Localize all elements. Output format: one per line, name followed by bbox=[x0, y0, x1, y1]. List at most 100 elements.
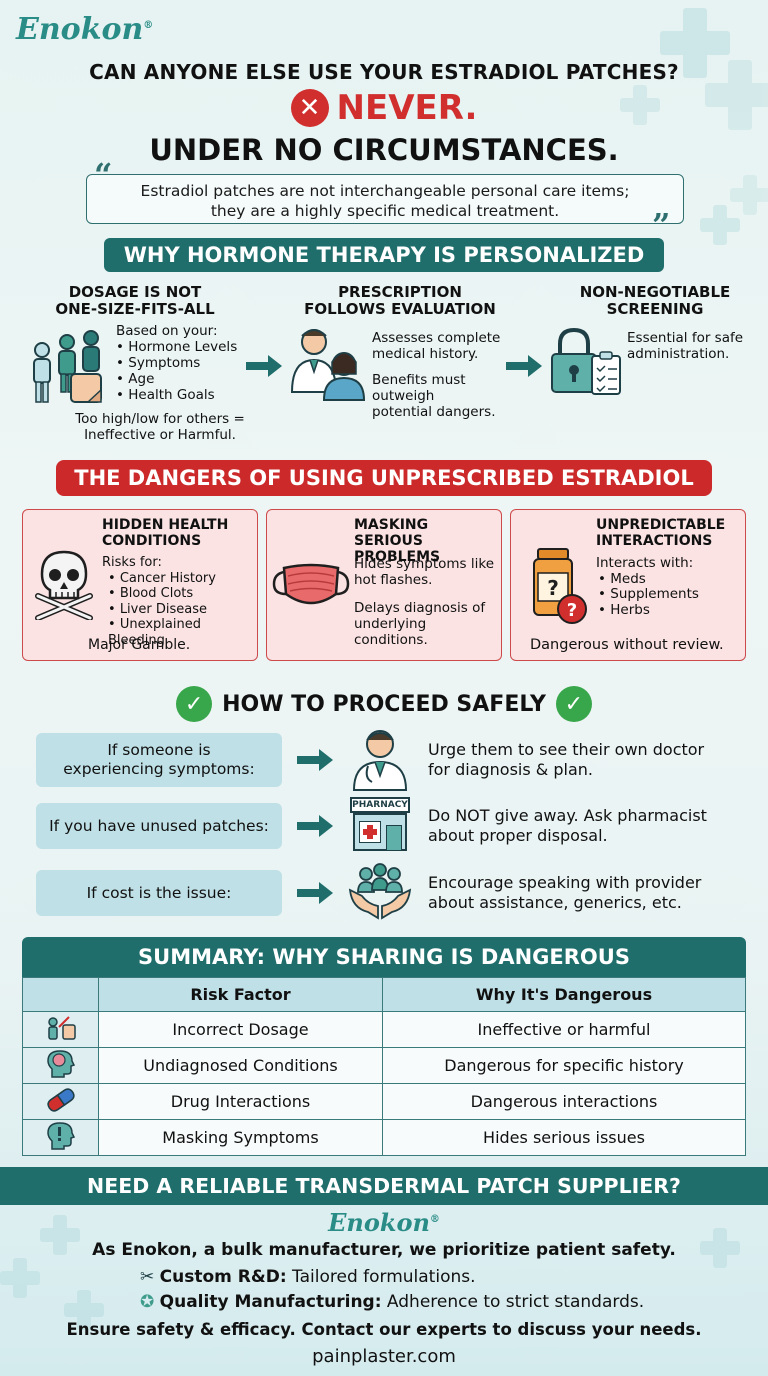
list-item: Meds bbox=[598, 571, 742, 588]
summary-banner: SUMMARY: WHY SHARING IS DANGEROUS bbox=[22, 937, 746, 977]
list-item: Hormone Levels bbox=[116, 339, 266, 355]
arrow-right-icon bbox=[297, 815, 333, 837]
list-item: Supplements bbox=[598, 586, 742, 603]
action-symptoms: Urge them to see their own doctor for di… bbox=[428, 740, 758, 780]
skull-crossbones-icon bbox=[35, 550, 93, 620]
people-icon bbox=[33, 330, 102, 403]
pharmacy-sign: PHARNACY bbox=[350, 797, 410, 813]
brand-name: Enokon bbox=[328, 1208, 430, 1237]
proceed-banner: HOW TO PROCEED SAFELY bbox=[222, 691, 546, 717]
prescription-title-line-1: PRESCRIPTION bbox=[338, 283, 462, 301]
feature-text: Tailored formulations. bbox=[286, 1267, 476, 1287]
page-subtitle: UNDER NO CIRCUMSTANCES. bbox=[149, 133, 619, 167]
card-title-line-1: HIDDEN HEALTH bbox=[102, 517, 229, 533]
condition-unused-patches: If you have unused patches: bbox=[36, 803, 282, 849]
dosage-icon bbox=[22, 1011, 99, 1048]
screening-title: NON-NEGOTIABLE SCREENING bbox=[560, 284, 750, 318]
card-intro: Interacts with: bbox=[596, 555, 694, 571]
condition-text: If someone is bbox=[107, 741, 211, 759]
list-item: Cancer History bbox=[108, 571, 258, 587]
dosage-note-line-2: Ineffective or Harmful. bbox=[84, 427, 236, 443]
card-title-line-1: MASKING SERIOUS bbox=[354, 517, 429, 549]
svg-text:?: ? bbox=[567, 600, 577, 621]
prescription-details: Assesses complete medical history. Benef… bbox=[372, 330, 522, 420]
interactions-footer: Dangerous without review. bbox=[530, 637, 724, 653]
screening-title-line-2: SCREENING bbox=[606, 300, 704, 318]
arrow-right-icon bbox=[297, 882, 333, 904]
decorative-cross bbox=[40, 1215, 80, 1255]
table-row: Incorrect Dosage Ineffective or harmful bbox=[22, 1011, 746, 1048]
feature-rd: ✂ Custom R&D: Tailored formulations. bbox=[140, 1267, 700, 1287]
arrow-right-icon bbox=[246, 355, 282, 377]
svg-text:?: ? bbox=[547, 576, 559, 600]
close-icon: ✕ bbox=[290, 89, 329, 127]
pharmacy-icon: PHARNACY bbox=[350, 797, 410, 853]
list-item: Herbs bbox=[598, 602, 742, 619]
summary-table: Risk Factor Why It's Dangerous Incorrect… bbox=[22, 977, 746, 1156]
card-text: hot flashes. bbox=[354, 572, 433, 588]
dosage-details: Based on your: Hormone Levels Symptoms A… bbox=[116, 323, 266, 403]
table-row: Drug Interactions Dangerous interactions bbox=[22, 1083, 746, 1120]
table-cell: Dangerous interactions bbox=[382, 1083, 746, 1120]
table-row: Masking Symptoms Hides serious issues bbox=[22, 1119, 746, 1156]
decorative-cross bbox=[700, 1228, 740, 1268]
dosage-note-line-1: Too high/low for others = bbox=[75, 411, 245, 427]
decorative-cross bbox=[705, 60, 768, 130]
trademark: ® bbox=[429, 1214, 440, 1225]
decorative-cross bbox=[700, 205, 740, 245]
masking-details: Hides symptoms like hot flashes. Delays … bbox=[354, 556, 500, 648]
dangers-banner: THE DANGERS OF USING UNPRESCRIBED ESTRAD… bbox=[56, 460, 712, 496]
condition-cost: If cost is the issue: bbox=[36, 870, 282, 916]
decorative-cross bbox=[620, 85, 660, 125]
table-cell: Ineffective or harmful bbox=[382, 1011, 746, 1048]
prescription-text: potential dangers. bbox=[372, 404, 496, 420]
table-row: Undiagnosed Conditions Dangerous for spe… bbox=[22, 1047, 746, 1084]
feature-quality: ✪ Quality Manufacturing: Adherence to st… bbox=[140, 1292, 700, 1312]
hidden-conditions-title: HIDDEN HEALTH CONDITIONS bbox=[102, 517, 252, 549]
check-icon: ✓ bbox=[176, 686, 213, 722]
card-text: Hides symptoms like bbox=[354, 556, 495, 572]
card-title-line-2: INTERACTIONS bbox=[596, 533, 713, 549]
screening-text: administration. bbox=[627, 346, 730, 362]
column-header-risk: Risk Factor bbox=[98, 977, 383, 1012]
website-link[interactable]: painplaster.com bbox=[312, 1346, 456, 1367]
hidden-conditions-footer: Major Gamble. bbox=[88, 637, 191, 653]
prescription-text: Assesses complete bbox=[372, 330, 501, 346]
proceed-header: ✓ HOW TO PROCEED SAFELY ✓ bbox=[0, 685, 768, 723]
interactions-title: UNPREDICTABLE INTERACTIONS bbox=[596, 517, 742, 549]
action-text: about proper disposal. bbox=[428, 826, 608, 845]
never-row: ✕ NEVER. bbox=[0, 86, 768, 130]
screening-details: Essential for safe administration. bbox=[627, 330, 762, 362]
trademark: ® bbox=[143, 20, 154, 31]
column-header-danger: Why It's Dangerous bbox=[382, 977, 746, 1012]
footer-logo: Enokon® bbox=[0, 1208, 768, 1237]
table-cell: Hides serious issues bbox=[382, 1119, 746, 1156]
action-unused-patches: Do NOT give away. Ask pharmacist about p… bbox=[428, 806, 758, 846]
dosage-title-line-1: DOSAGE IS NOT bbox=[68, 283, 202, 301]
condition-symptoms: If someone is experiencing symptoms: bbox=[36, 733, 282, 787]
table-cell: Incorrect Dosage bbox=[98, 1011, 383, 1048]
prescription-title-line-2: FOLLOWS EVALUATION bbox=[304, 300, 496, 318]
condition-text: experiencing symptoms: bbox=[63, 760, 255, 778]
screening-text: Essential for safe bbox=[627, 330, 744, 346]
award-icon: ✪ bbox=[140, 1292, 155, 1312]
condition-text: If cost is the issue: bbox=[86, 883, 232, 902]
doctor-patient-icon bbox=[290, 329, 366, 401]
action-cost: Encourage speaking with provider about a… bbox=[428, 873, 758, 913]
dosage-intro: Based on your: bbox=[116, 323, 218, 339]
arrow-right-icon bbox=[506, 355, 542, 377]
quote-box: Estradiol patches are not interchangeabl… bbox=[86, 174, 684, 224]
list-item: Symptoms bbox=[116, 355, 266, 371]
table-cell: Dangerous for specific history bbox=[382, 1047, 746, 1084]
capsule-icon bbox=[22, 1083, 99, 1120]
table-cell: Masking Symptoms bbox=[98, 1119, 383, 1156]
action-text: about assistance, generics, etc. bbox=[428, 893, 682, 912]
feature-text: Adherence to strict standards. bbox=[381, 1292, 645, 1312]
quote-line-2: they are a highly specific medical treat… bbox=[210, 202, 560, 220]
card-title-line-1: UNPREDICTABLE bbox=[596, 517, 726, 533]
action-text: Do NOT give away. Ask pharmacist bbox=[428, 806, 707, 825]
list-item: Health Goals bbox=[116, 387, 266, 403]
face-mask-icon bbox=[272, 563, 350, 605]
card-text: underlying conditions. bbox=[354, 616, 428, 648]
decorative-cross bbox=[730, 175, 768, 215]
